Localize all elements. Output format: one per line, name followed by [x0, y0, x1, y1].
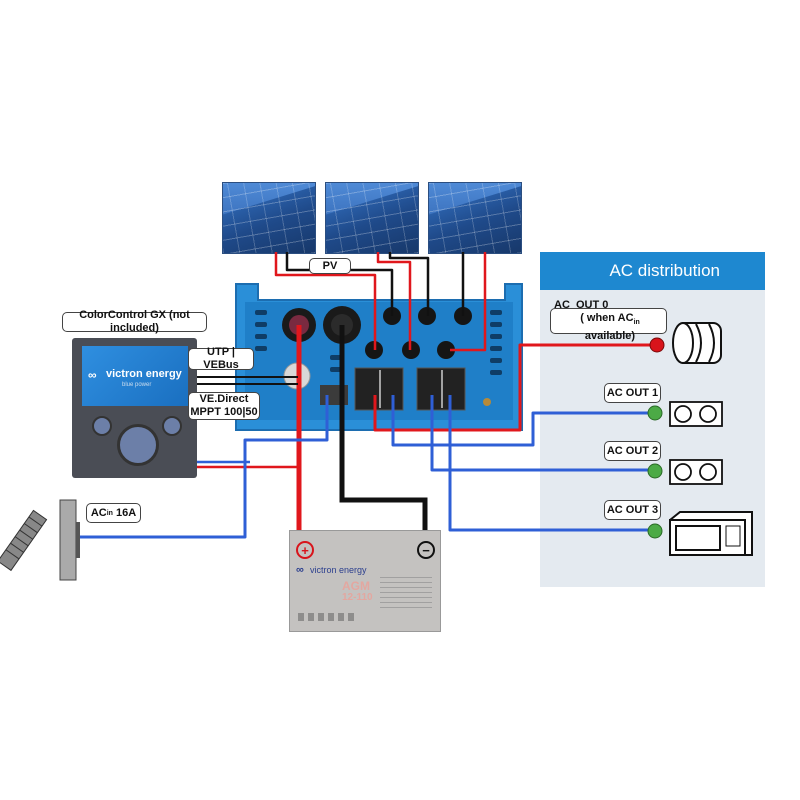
- ac-in-prefix: AC: [90, 506, 107, 519]
- colorcontrol-gx-device: ∞ victron energy blue power: [72, 338, 197, 478]
- ac-out-0-line2-prefix: ( when AC: [580, 312, 634, 325]
- ac-out-0-line1: AC OUT 0: [554, 299, 609, 312]
- battery-logo-icon: ∞: [296, 564, 304, 576]
- battery-rating: 12-110: [342, 592, 373, 603]
- microwave-icon: [669, 511, 753, 556]
- pv-wire-positive-3: [450, 252, 487, 352]
- colorcontrol-label: ColorControl GX (not included): [62, 309, 207, 334]
- battery-plus-symbol: +: [301, 542, 309, 558]
- battery-spec-text-block: [380, 577, 432, 609]
- battery-negative-terminal-icon: −: [417, 541, 435, 559]
- solar-panel-3: [428, 182, 522, 254]
- easysolar-inverter: [235, 283, 523, 431]
- gx-button-left: [92, 416, 112, 436]
- pv-wire-negative-2: [388, 252, 430, 316]
- utp-vebus-label-text: UTP | VEBus: [203, 346, 239, 371]
- gx-screen-brand: victron energy: [106, 368, 182, 380]
- gx-screen: ∞ victron energy blue power: [82, 346, 188, 406]
- battery-brand: victron energy: [310, 565, 367, 575]
- vedirect-label: VE.Direct MPPT 100|50: [188, 392, 260, 420]
- ac-in-sub: in: [106, 509, 113, 517]
- pv-wire-positive-2: [376, 252, 412, 350]
- gx-navigation-pad: [117, 424, 159, 466]
- ac-out-3-label: AC OUT 3: [604, 500, 661, 520]
- battery-positive-terminal-icon: +: [296, 541, 314, 559]
- ac-inlet-plug-icon: [0, 499, 80, 581]
- ac-out-1-dot: [647, 405, 663, 421]
- double-socket-icon-1: [669, 401, 723, 427]
- gx-screen-tagline: blue power: [122, 382, 152, 388]
- agm-battery: + − ∞ victron energy AGM 12-110: [289, 530, 441, 632]
- ac-out-0-line2-suffix: available): [584, 329, 636, 342]
- ac-out-0-line2-sub: in: [633, 319, 640, 327]
- ac-out-3-wire: [448, 395, 655, 532]
- ac-out-2-dot: [647, 463, 663, 479]
- ac-out-3-text: AC OUT 3: [606, 503, 659, 516]
- ac-out-1-wire: [391, 395, 655, 447]
- solar-panel-2: [325, 182, 419, 254]
- battery-type: AGM: [342, 579, 370, 593]
- ac-out-0-line2: ( when ACin available): [554, 312, 666, 342]
- ac-out-1-label: AC OUT 1: [604, 383, 661, 403]
- ac-in-suffix: 16A: [112, 506, 137, 519]
- vedirect-label-line2: MPPT 100|50: [190, 406, 258, 418]
- pv-label: PV: [309, 258, 351, 274]
- vedirect-label-line1: VE.Direct: [199, 393, 249, 405]
- ac-out-3-dot: [647, 523, 663, 539]
- ac-in-wire: [80, 395, 329, 539]
- generator-drum-icon: [672, 322, 722, 364]
- battery-warning-icons: [298, 613, 358, 621]
- double-socket-icon-2: [669, 459, 723, 485]
- colorcontrol-label-text: ColorControl GX (not included): [79, 309, 190, 334]
- pv-label-text: PV: [322, 259, 338, 272]
- victron-logo-icon: ∞: [88, 368, 97, 382]
- gx-button-right: [162, 416, 182, 436]
- ac-out-0-wire: [373, 343, 655, 432]
- ac-out-0-dot: [649, 337, 665, 353]
- solar-panel-1: [222, 182, 316, 254]
- ac-out-2-text: AC OUT 2: [606, 444, 659, 457]
- ac-out-1-text: AC OUT 1: [606, 386, 659, 399]
- battery-negative-cable: [339, 325, 428, 540]
- ac-distribution-header: AC distribution: [540, 252, 765, 290]
- battery-minus-symbol: −: [422, 542, 430, 558]
- ac-out-2-wire: [430, 395, 655, 472]
- ac-out-2-label: AC OUT 2: [604, 441, 661, 461]
- pv-wire-positive-1: [274, 252, 377, 350]
- ac-out-0-label: AC OUT 0 ( when ACin available): [550, 299, 667, 342]
- utp-vebus-label: UTP | VEBus: [188, 346, 254, 371]
